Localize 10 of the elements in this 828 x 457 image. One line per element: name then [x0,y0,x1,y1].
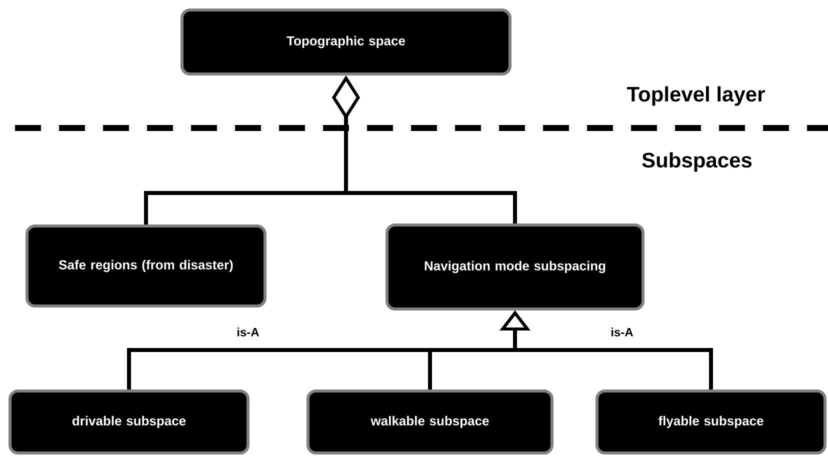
layer-label: Toplevel layer [626,86,765,106]
class-box: Navigation mode subspacing [386,224,644,310]
edge-label: is-A [610,326,634,338]
class-box: drivable subspace [8,390,250,454]
class-box: Safe regions (from disaster) [26,224,266,308]
layer-label: Subspaces [642,152,752,172]
class-box: Topographic space [180,8,512,76]
class-box: walkable subspace [306,390,554,454]
class-box: flyable subspace [596,390,826,454]
edge-label: is-A [236,326,260,338]
